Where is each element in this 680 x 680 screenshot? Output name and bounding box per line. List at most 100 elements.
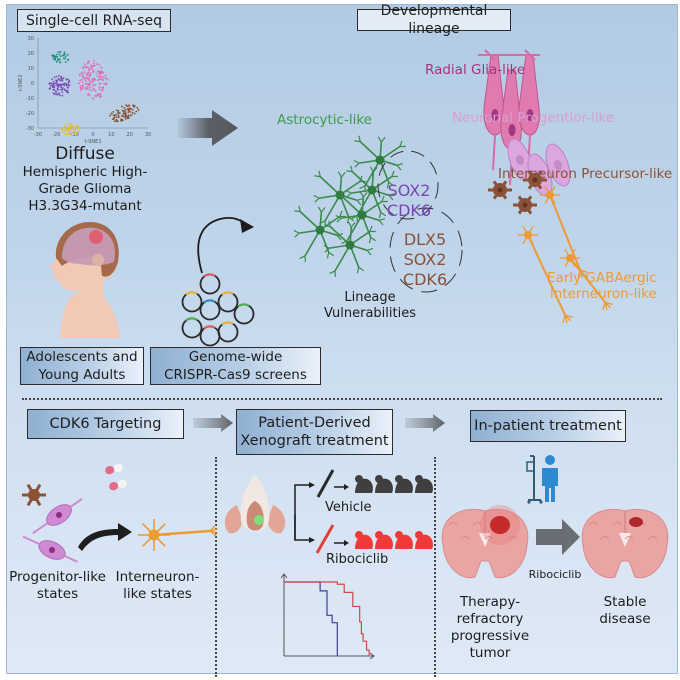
tsne-point — [79, 89, 82, 91]
tsne-point — [88, 88, 91, 91]
tsne-point — [51, 54, 54, 57]
tsne-point — [53, 55, 56, 58]
tsne-x-tick: 10 — [108, 132, 114, 138]
plasmid-insert — [203, 299, 216, 304]
tsne-point — [58, 92, 61, 95]
tsne-point — [97, 75, 100, 78]
in-patient-treatment-box: In-patient treatment — [470, 410, 626, 442]
astrocyte-cell-icon — [335, 190, 388, 247]
tsne-point — [120, 118, 123, 121]
therapy-refractory-label-1: Therapy- — [459, 594, 521, 610]
tsne-point — [99, 82, 102, 85]
tsne-point — [65, 89, 68, 92]
plasmid-insert — [221, 321, 234, 326]
survival-curve-chart — [280, 573, 375, 660]
tsne-point — [105, 77, 107, 80]
branch-line-ribociclib — [294, 515, 311, 541]
tsne-point — [79, 87, 82, 89]
mouse-vehicle-icon — [355, 475, 373, 493]
cdk6-targeting-title: CDK6 Targeting — [49, 416, 162, 432]
syringe-ribociclib-icon — [315, 524, 335, 554]
plasmid-circle — [181, 291, 203, 313]
tsne-point — [74, 128, 77, 130]
therapy-refractory-label-2: refractory — [456, 611, 524, 627]
tsne-point — [78, 130, 81, 133]
plasmid-insert — [185, 317, 198, 322]
tsne-point — [54, 56, 57, 58]
tsne-cluster-brown — [109, 104, 140, 123]
glioma-caption-2: Grade Glioma — [38, 181, 132, 197]
tsne-point — [64, 55, 67, 58]
tsne-point — [80, 87, 83, 90]
neuronal-progenitor-label: Neuronal Progentior-like — [452, 110, 615, 126]
tsne-point — [81, 66, 84, 68]
tsne-point — [75, 131, 78, 134]
plasmid-insert — [203, 325, 216, 330]
tsne-point — [137, 109, 140, 111]
tsne-point — [110, 112, 113, 115]
tsne-point — [120, 119, 122, 122]
tsne-point — [84, 80, 87, 83]
tsne-point — [86, 74, 88, 77]
tsne-point — [129, 110, 132, 113]
cdk6-targeting-illustration — [22, 463, 218, 563]
tsne-point — [88, 77, 90, 79]
tsne-point — [92, 87, 95, 90]
tsne-point — [89, 72, 92, 74]
tsne-point — [72, 129, 75, 132]
tsne-point — [66, 86, 69, 89]
tsne-point — [58, 58, 61, 61]
tsne-point — [78, 82, 80, 85]
tsne-point — [62, 77, 65, 80]
neuronal-progenitor-cell-icon — [545, 143, 571, 187]
cycle-arrow-upper — [377, 150, 439, 220]
tsne-point — [64, 125, 66, 127]
tsne-point — [117, 116, 120, 119]
tsne-y-tick: -30 — [26, 126, 34, 132]
tsne-point — [53, 93, 56, 96]
tsne-point — [53, 76, 56, 79]
tsne-point — [55, 90, 57, 93]
tsne-point — [84, 83, 87, 85]
mouse-ribociclib-icon — [415, 531, 433, 549]
tsne-point — [89, 86, 92, 89]
tsne-point — [94, 95, 97, 97]
tsne-point — [61, 88, 64, 91]
interneuron-precursor-cell-icon — [22, 483, 46, 507]
tsne-point — [87, 78, 90, 81]
mouse-ribociclib-icon — [395, 531, 413, 549]
tsne-point — [63, 82, 66, 85]
tsne-point — [70, 126, 72, 129]
tsne-point — [100, 89, 103, 92]
tsne-point — [98, 93, 101, 96]
mouse-ribociclib-icon — [355, 531, 373, 549]
tsne-point — [87, 92, 90, 95]
tsne-point — [68, 130, 71, 133]
adolescents-young-adults-box: Adolescents and Young Adults — [20, 347, 144, 385]
patients-label-2: Young Adults — [38, 367, 126, 383]
tsne-point — [70, 124, 73, 127]
tsne-x-tick: -20 — [52, 132, 60, 138]
pdx-treatment-box: Patient-Derived Xenograft treatment — [236, 409, 393, 455]
tsne-point — [56, 87, 59, 90]
plasmid-circle — [217, 321, 239, 343]
tsne-point — [124, 111, 127, 113]
tsne-point — [92, 71, 95, 73]
tsne-point — [48, 82, 51, 85]
tsne-point — [55, 79, 57, 82]
tsne-point — [131, 108, 134, 111]
tsne-point — [58, 61, 61, 64]
tsne-point — [67, 81, 70, 84]
tsne-point — [124, 116, 126, 119]
tsne-point — [78, 74, 81, 77]
crispr-screens-box: Genome-wide CRISPR-Cas9 screens — [150, 347, 321, 385]
tsne-point — [115, 119, 118, 122]
interneuron-cell-icon — [138, 519, 218, 551]
tsne-point — [52, 80, 55, 83]
tsne-point — [101, 86, 103, 89]
radial-glia-label: Radial Glia-like — [425, 62, 526, 78]
tsne-point — [122, 115, 125, 118]
tsne-point — [51, 78, 53, 81]
gabaergic-interneuron-cell-icon — [540, 186, 588, 278]
tsne-point — [53, 84, 56, 87]
